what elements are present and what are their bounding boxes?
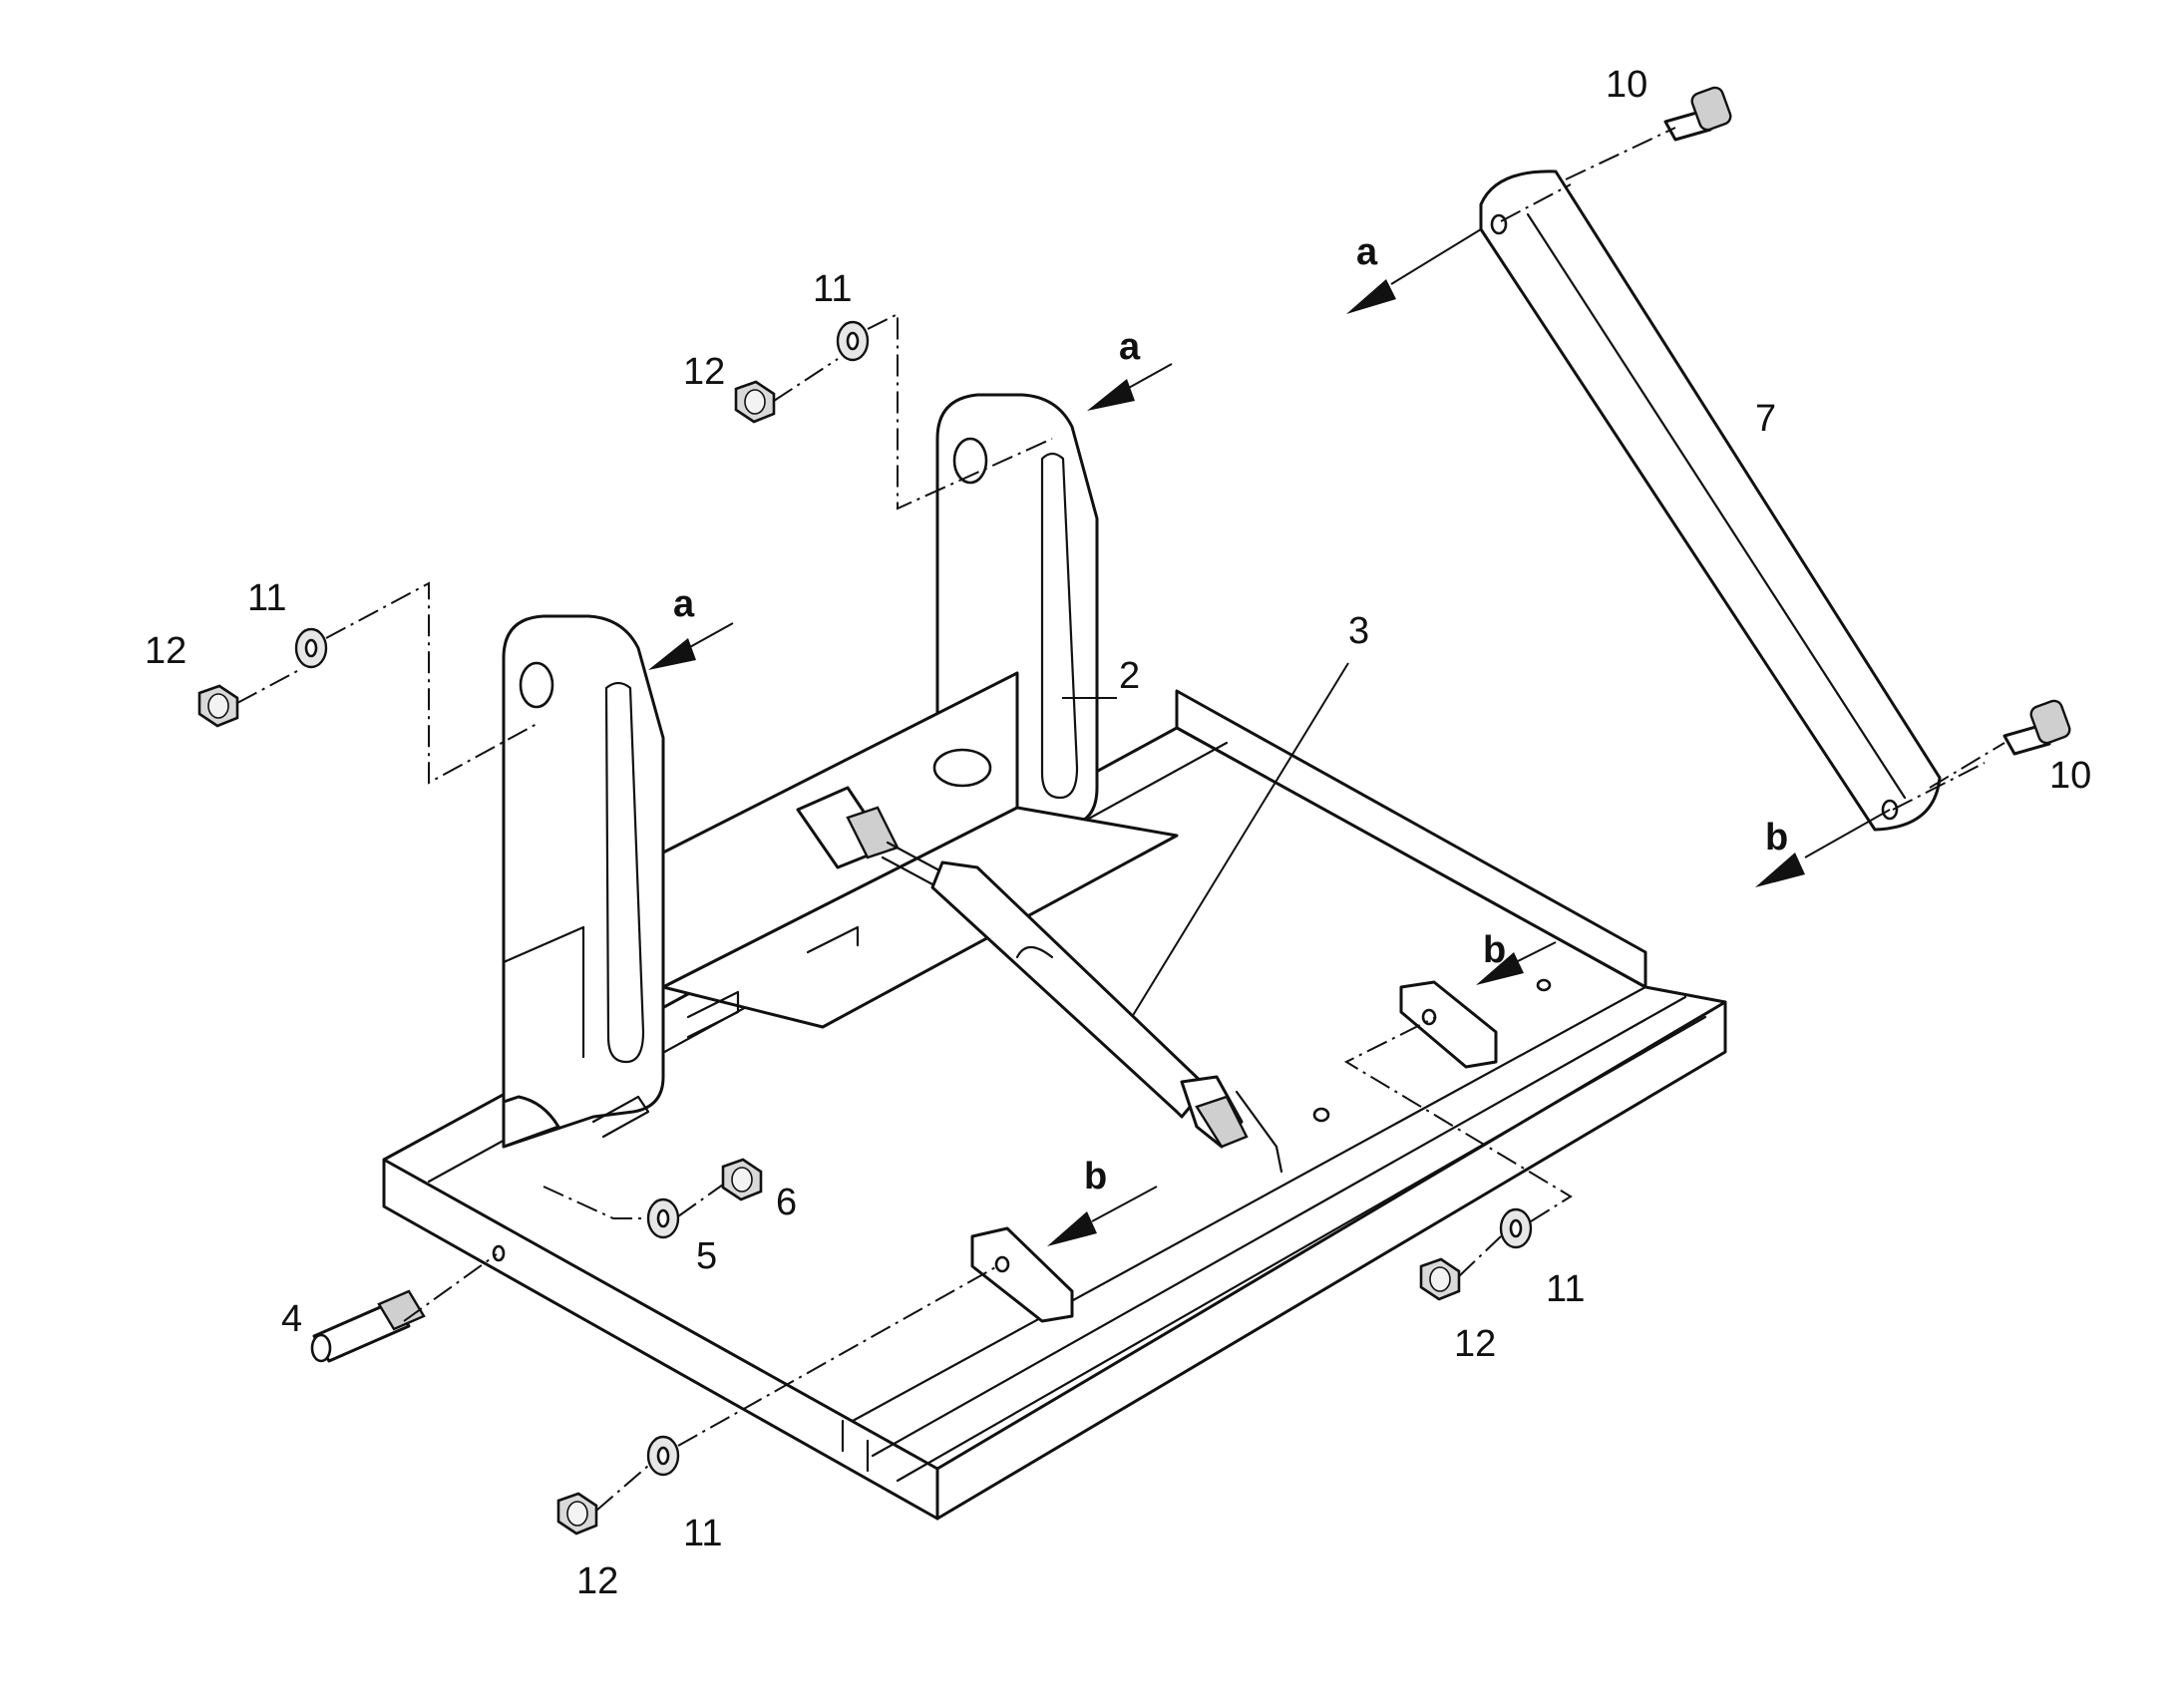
callout-12-bottomright: 12 [1454,1323,1496,1365]
washer-5 [646,1197,680,1239]
support-bar [1479,170,1942,832]
nut-top-center [734,380,776,424]
marker-a-top: a [1356,231,1378,273]
washer-bottom [646,1435,680,1477]
callout-5: 5 [696,1235,717,1277]
marker-b-inner: b [1084,1156,1107,1197]
callout-3: 3 [1348,610,1369,652]
washer-bottom-right [1499,1207,1533,1249]
marker-b-right: b [1483,929,1506,971]
pin [310,1289,426,1363]
marker-a-left: a [673,583,695,625]
callout-11-topleft: 11 [247,577,286,619]
bolt-top [1663,86,1732,142]
washer-top-center [836,320,870,362]
callout-11-bottomright: 11 [1546,1268,1585,1310]
callout-12-topleft: 12 [145,630,186,672]
rear-tab [1399,980,1498,1069]
callout-12-topcenter: 12 [683,351,725,393]
gas-spring [796,786,1283,1174]
assembly-lines [236,127,2005,1512]
nut-bottom [556,1492,598,1536]
leader-lines [1062,662,1349,1018]
callout-4: 4 [281,1298,302,1340]
callout-10-right: 10 [2049,755,2091,797]
nut-bottom-right [1419,1257,1461,1301]
callout-10-top: 10 [1606,64,1647,106]
callout-11-bottom: 11 [683,1513,722,1554]
connection-letters: a a a b b b [673,231,1788,1197]
connection-arrows [648,228,1891,1246]
washer-top-left [294,627,328,669]
front-tab [970,1226,1074,1323]
base-tray [382,689,1727,1521]
nut-6 [721,1158,763,1201]
callout-12-bottom: 12 [576,1560,618,1602]
nut-top-left [197,684,239,728]
callout-2: 2 [1119,655,1140,697]
marker-a-center: a [1119,326,1141,368]
callout-labels: 2 3 4 5 6 7 10 10 11 12 11 12 11 12 11 1… [145,64,2091,1602]
callout-6: 6 [776,1182,797,1223]
callout-11-topcenter: 11 [813,268,852,310]
left-bracket [502,614,665,1149]
marker-b-bottom: b [1765,817,1788,858]
bolt-right [2002,699,2071,756]
callout-7: 7 [1755,398,1776,440]
